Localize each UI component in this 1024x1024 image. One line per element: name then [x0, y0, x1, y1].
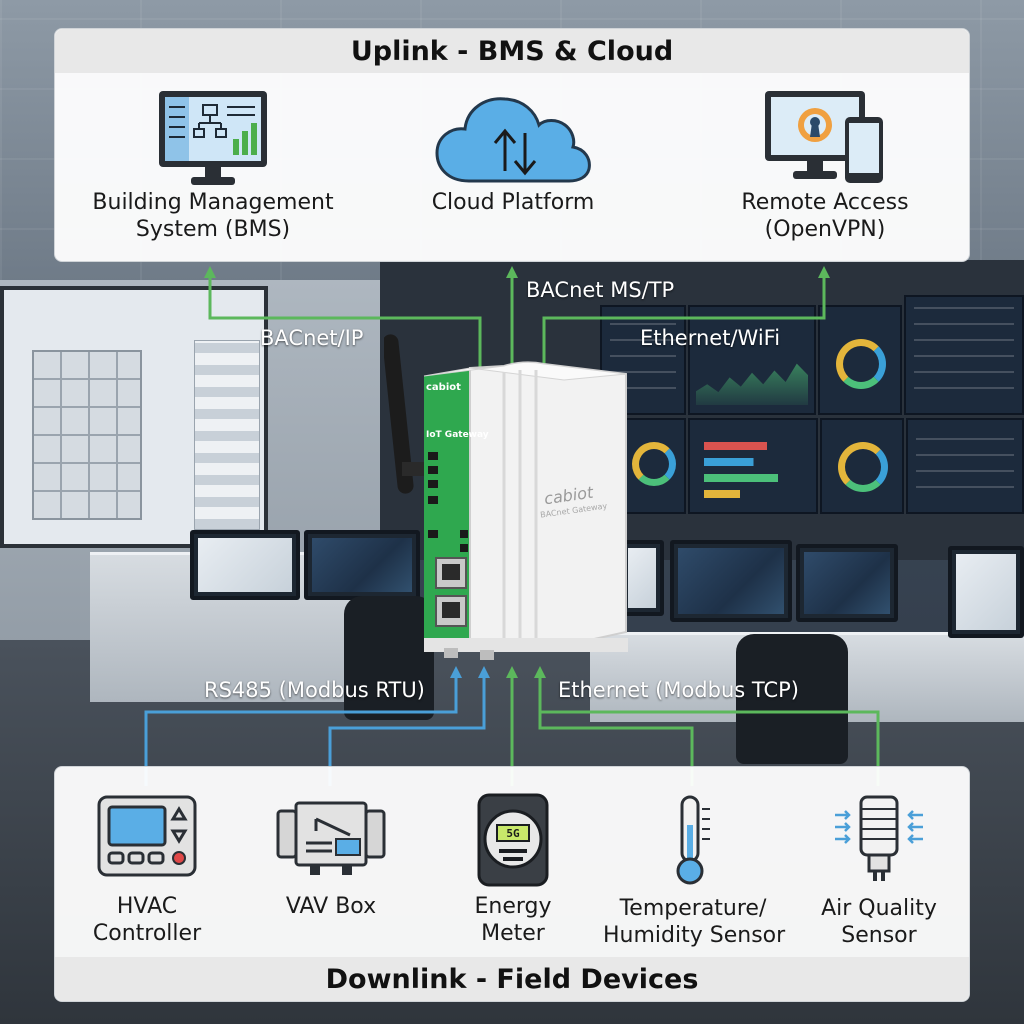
vav-box-icon [276, 801, 386, 875]
uplink-item-label: Remote Access [741, 190, 909, 215]
wall-screen-sidebar [194, 340, 260, 530]
downlink-item-label: HVAC [116, 894, 178, 919]
bms-monitor-icon [159, 91, 267, 185]
workstation-monitor [620, 540, 664, 616]
workstation-monitor [796, 544, 898, 622]
downlink-item-label: VAV Box [285, 894, 377, 919]
ethernet-temp-line [534, 666, 694, 786]
downlink-panel: HVAC Controller VAV Box 5G Energy Me [54, 766, 970, 1002]
thermometer-icon [676, 795, 710, 885]
uplink-item-label: System (BMS) [135, 217, 291, 242]
uplink-item-label: (OpenVPN) [764, 217, 886, 242]
workstation-monitor [304, 530, 420, 600]
downlink-item-label: Sensor [841, 923, 917, 948]
energy-meter-icon [477, 793, 549, 887]
downlink-item-label: Energy [474, 894, 552, 919]
meter-display: 5G [506, 827, 520, 840]
downlink-item-hvac[interactable]: HVAC Controller [67, 795, 227, 947]
gateway-brand-side: cabiot [426, 382, 461, 393]
office-chair [736, 634, 848, 764]
gateway-illustration [382, 334, 628, 660]
uplink-item-remote-access[interactable]: Remote Access (OpenVPN) [695, 89, 955, 243]
protocol-label-bacnet-mstp: BACnet MS/TP [526, 278, 675, 302]
rs485-hvac-line [144, 666, 462, 786]
dashboard-tile-table [904, 295, 1024, 415]
downlink-item-temperature-sensor[interactable]: Temperature/ Humidity Sensor [603, 795, 786, 949]
uplink-item-cloud[interactable]: Cloud Platform [383, 89, 643, 216]
uplink-title: Uplink - BMS & Cloud [55, 29, 969, 73]
downlink-item-label: Controller [92, 921, 202, 946]
workstation-monitor [190, 530, 300, 600]
uplink-item-label: Building Management [92, 190, 334, 215]
antenna-icon [382, 334, 414, 494]
iot-gateway-device[interactable]: cabiot IoT Gateway cabiot BACnet Gateway [382, 332, 630, 662]
downlink-item-vav[interactable]: VAV Box [251, 799, 411, 920]
dashboard-tile-gauge [818, 305, 902, 415]
workstation-monitor [670, 540, 792, 622]
uplink-item-bms[interactable]: Building Management System (BMS) [83, 89, 343, 243]
downlink-item-label: Meter [481, 921, 545, 946]
workstation-monitor [948, 546, 1024, 638]
ethernet-aq-line [540, 710, 880, 786]
ethernet-wifi-line [542, 266, 830, 372]
gateway-model: IoT Gateway [426, 430, 489, 440]
protocol-label-bacnet-ip: BACnet/IP [260, 326, 364, 350]
downlink-title: Downlink - Field Devices [55, 957, 969, 1001]
downlink-item-label: Air Quality [821, 896, 937, 921]
downlink-item-label: Humidity Sensor [603, 923, 786, 948]
bacnet-ip-line [204, 266, 482, 372]
remote-access-icon [765, 91, 883, 183]
downlink-item-energy-meter[interactable]: 5G Energy Meter [433, 793, 593, 947]
dashboard-tile-table-2 [906, 418, 1024, 514]
cloud-icon [435, 97, 591, 183]
dashboard-tile-bars [688, 418, 818, 514]
hvac-controller-icon [97, 795, 197, 877]
protocol-label-ethernet-wifi: Ethernet/WiFi [640, 326, 781, 350]
air-quality-sensor-icon [835, 795, 923, 881]
downlink-item-label: Temperature/ [619, 896, 767, 921]
dashboard-tile-gauge-2 [624, 418, 686, 514]
rs485-vav-line [328, 666, 490, 786]
protocol-label-rs485: RS485 (Modbus RTU) [204, 678, 425, 702]
protocol-label-ethernet-modbus: Ethernet (Modbus TCP) [558, 678, 799, 702]
uplink-item-label: Cloud Platform [431, 190, 595, 215]
dashboard-tile-chart [688, 305, 816, 415]
office-chair [344, 596, 434, 720]
uplink-panel: Uplink - BMS & Cloud Building Management… [54, 28, 970, 262]
downlink-item-air-quality-sensor[interactable]: Air Quality Sensor [799, 795, 959, 949]
dashboard-tile-gauge-3 [820, 418, 904, 514]
building-model-wall-screen [0, 286, 268, 548]
building-model [32, 350, 142, 520]
